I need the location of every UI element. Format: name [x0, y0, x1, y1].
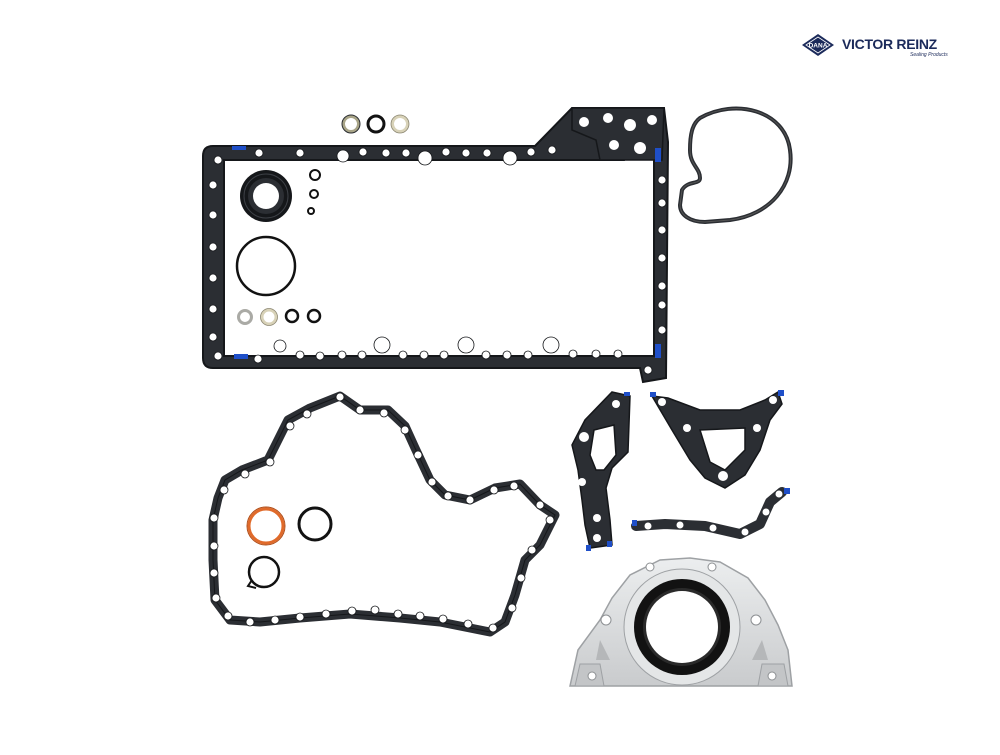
- bolt-hole: [657, 175, 667, 185]
- bolt-hole: [643, 365, 653, 375]
- bolt-hole: [335, 392, 345, 402]
- bolt-hole: [213, 351, 223, 361]
- bolt-hole: [208, 180, 218, 190]
- bolt-hole: [208, 242, 218, 252]
- rear-main-seal-housing: [569, 557, 793, 687]
- bolt-hole: [507, 603, 517, 613]
- bolt-hole: [481, 350, 491, 360]
- bolt-hole: [265, 457, 275, 467]
- bolt-hole: [219, 485, 229, 495]
- bolt-hole: [461, 148, 471, 158]
- bolt-hole: [438, 614, 448, 624]
- bolt-hole: [208, 210, 218, 220]
- bolt-hole: [295, 612, 305, 622]
- bolt-hole: [400, 425, 410, 435]
- bracket-gasket-left: [571, 391, 631, 551]
- bolt-hole: [295, 148, 305, 158]
- bolt-hole: [489, 485, 499, 495]
- bolt-hole: [535, 500, 545, 510]
- bolt-hole: [591, 349, 601, 359]
- brand-name: VICTOR REINZ: [842, 36, 937, 52]
- bolt-hole: [209, 541, 219, 551]
- bolt-hole: [347, 606, 357, 616]
- o-ring-set: [235, 114, 410, 589]
- bolt-hole: [209, 513, 219, 523]
- bolt-hole: [336, 149, 350, 163]
- bolt-hole: [488, 623, 498, 633]
- bolt-hole: [370, 605, 380, 615]
- bolt-hole: [542, 336, 560, 354]
- bolt-hole: [254, 148, 264, 158]
- badge-text: DANA: [809, 43, 828, 50]
- bolt-hole: [415, 611, 425, 621]
- bolt-hole: [401, 148, 411, 158]
- bracket-gasket-curved: [631, 487, 790, 539]
- bolt-hole: [523, 350, 533, 360]
- bolt-hole: [457, 336, 475, 354]
- dana-badge-icon: DANA: [802, 34, 834, 56]
- bolt-hole: [439, 350, 449, 360]
- bolt-hole: [657, 225, 667, 235]
- bolt-hole: [223, 611, 233, 621]
- bolt-hole: [358, 147, 368, 157]
- bolt-hole: [441, 147, 451, 157]
- bolt-hole: [295, 350, 305, 360]
- bolt-hole: [527, 545, 537, 555]
- bolt-hole: [315, 351, 325, 361]
- brand-logo: DANA VICTOR REINZ Sealing Products: [800, 30, 948, 60]
- oil-pan-gasket: [202, 107, 670, 384]
- bolt-hole: [413, 450, 423, 460]
- bolt-hole: [379, 408, 389, 418]
- bolt-hole: [482, 148, 492, 158]
- bolt-hole: [355, 405, 365, 415]
- bolt-hole: [502, 350, 512, 360]
- bolt-hole: [443, 491, 453, 501]
- bolt-hole: [211, 593, 221, 603]
- bolt-hole: [240, 469, 250, 479]
- bolt-hole: [568, 349, 578, 359]
- bolt-hole: [209, 568, 219, 578]
- bolt-hole: [657, 325, 667, 335]
- bolt-hole: [526, 147, 536, 157]
- brand-tagline: Sealing Products: [910, 52, 948, 58]
- bolt-hole: [302, 409, 312, 419]
- bolt-hole: [465, 495, 475, 505]
- bolt-hole: [253, 354, 263, 364]
- bolt-hole: [357, 350, 367, 360]
- bolt-hole: [427, 477, 437, 487]
- bolt-hole: [547, 145, 557, 155]
- bolt-hole: [270, 615, 280, 625]
- bolt-hole: [509, 481, 519, 491]
- bolt-hole: [245, 617, 255, 627]
- bolt-hole: [657, 198, 667, 208]
- bracket-gasket-triangular: [650, 390, 784, 489]
- bolt-hole: [657, 281, 667, 291]
- bolt-hole: [657, 253, 667, 263]
- bolt-hole: [273, 339, 287, 353]
- bolt-hole: [398, 350, 408, 360]
- bolt-hole: [463, 619, 473, 629]
- bolt-hole: [393, 609, 403, 619]
- bolt-hole: [208, 273, 218, 283]
- bolt-hole: [208, 304, 218, 314]
- bolt-hole: [321, 609, 331, 619]
- bolt-hole: [208, 332, 218, 342]
- bolt-hole: [516, 573, 526, 583]
- timing-cover-gasket: [208, 391, 560, 637]
- bolt-hole: [613, 349, 623, 359]
- bolt-hole: [502, 150, 518, 166]
- bolt-hole: [545, 515, 555, 525]
- water-pump-gasket: [677, 106, 793, 225]
- bolt-hole: [381, 148, 391, 158]
- bolt-hole: [213, 155, 223, 165]
- bolt-hole: [285, 421, 295, 431]
- bolt-hole: [419, 350, 429, 360]
- bolt-hole: [373, 336, 391, 354]
- bolt-hole: [337, 350, 347, 360]
- bolt-hole: [657, 300, 667, 310]
- bolt-hole: [417, 150, 433, 166]
